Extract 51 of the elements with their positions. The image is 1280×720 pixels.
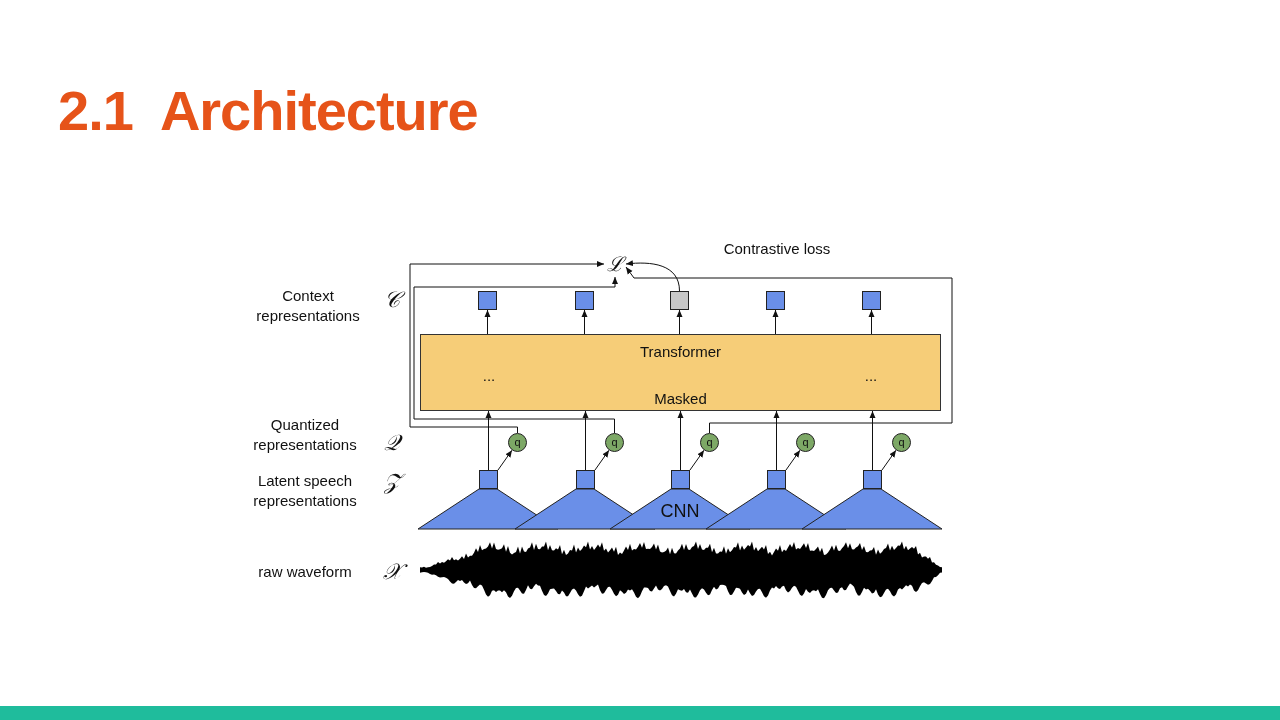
ellipsis: ... — [482, 367, 496, 385]
arrow — [582, 410, 589, 471]
quantizer-circle: q — [700, 433, 719, 452]
loss-caption: Contrastive loss — [722, 239, 832, 259]
arrow — [625, 266, 953, 434]
arrow — [484, 309, 491, 335]
row-label: raw waveform — [257, 562, 353, 582]
arrow — [689, 449, 705, 471]
representation-square — [576, 470, 595, 489]
math-symbol: 𝒬 — [380, 430, 404, 455]
arrow — [485, 410, 492, 471]
arrow — [868, 309, 875, 335]
representation-square — [863, 470, 882, 489]
representation-square — [766, 291, 785, 310]
arrow — [772, 309, 779, 335]
row-label: Quantized representations — [252, 415, 358, 455]
math-symbol: 𝒞 — [380, 287, 404, 312]
arrow — [497, 449, 513, 471]
arrow — [594, 449, 610, 471]
row-label: Latent speech representations — [252, 471, 358, 511]
arrow — [413, 276, 618, 434]
arrow — [625, 260, 680, 292]
arrow — [581, 309, 588, 335]
arrow — [785, 449, 801, 471]
representation-square — [478, 291, 497, 310]
arrow — [881, 449, 897, 471]
slide-title: 2.1 Architecture — [58, 78, 478, 143]
row-label: Context representations — [255, 286, 361, 326]
arrow — [676, 309, 683, 335]
representation-square — [575, 291, 594, 310]
ellipsis: ... — [864, 367, 878, 385]
masked-label: Masked — [654, 390, 707, 408]
arrow — [869, 410, 876, 471]
representation-square — [767, 470, 786, 489]
math-symbol: 𝒵 — [380, 469, 404, 494]
arrow — [409, 261, 605, 434]
transformer-box — [420, 334, 941, 411]
quantizer-circle: q — [605, 433, 624, 452]
quantizer-circle: q — [508, 433, 527, 452]
arrow — [677, 410, 684, 471]
arrow — [773, 410, 780, 471]
cnn-label: CNN — [660, 501, 700, 522]
representation-square — [479, 470, 498, 489]
quantizer-circle: q — [892, 433, 911, 452]
quantizer-circle: q — [796, 433, 815, 452]
representation-square — [862, 291, 881, 310]
representation-square — [671, 470, 690, 489]
block-title: Transformer — [639, 343, 722, 361]
representation-square — [670, 291, 689, 310]
cnn-trapezoid — [802, 489, 942, 529]
loss-symbol: ℒ — [604, 251, 626, 277]
